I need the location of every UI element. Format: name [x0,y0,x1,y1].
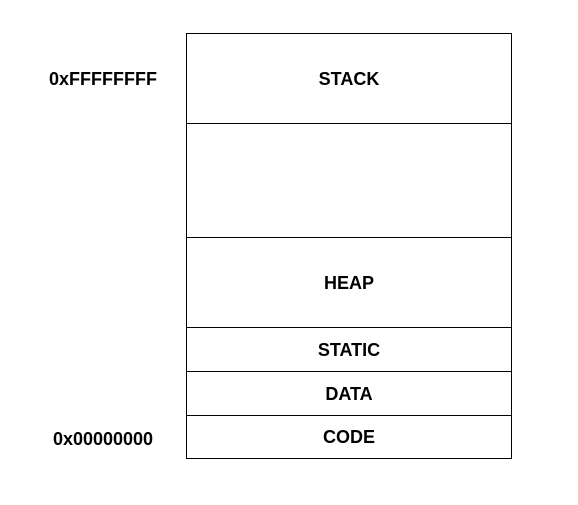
segment-heap-label: HEAP [323,273,374,293]
segment-stack: STACK [187,34,511,124]
segment-static-label: STATIC [317,340,381,360]
segment-stack-label: STACK [318,69,380,89]
segment-static: STATIC [187,327,511,372]
memory-block: STACK HEAP STATIC DATA CODE [186,33,512,459]
segment-data: DATA [187,371,511,416]
segment-free-space [187,123,511,238]
address-high: 0xFFFFFFFF [49,69,157,89]
segment-data-label: DATA [325,384,373,404]
segment-code-label: CODE [322,427,375,447]
address-low: 0x00000000 [52,429,154,449]
segment-heap: HEAP [187,237,511,328]
segment-code: CODE [187,415,511,458]
